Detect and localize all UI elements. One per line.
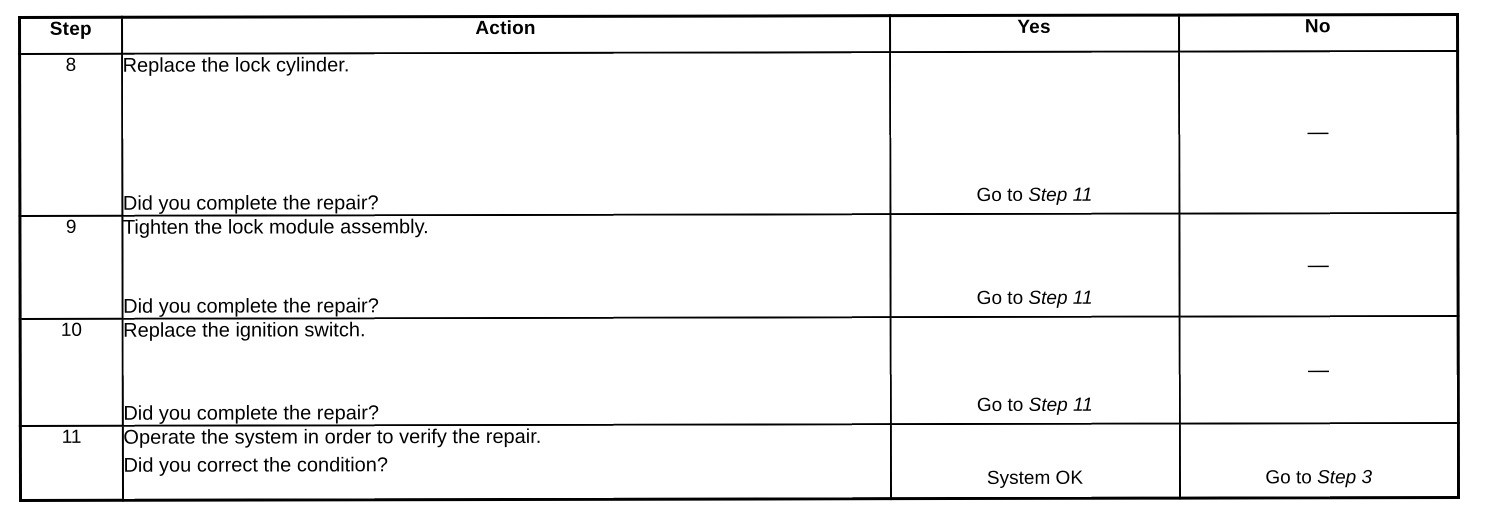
yes-answer-prefix: Go to xyxy=(976,394,1029,416)
action-instruction: Tighten the lock module assembly. xyxy=(122,216,429,239)
table-header-row: Step Action Yes No xyxy=(19,14,1458,54)
table-row: 8 Replace the lock cylinder. Did you com… xyxy=(19,50,1458,216)
yes-answer-step-reference: Step 11 xyxy=(1028,394,1093,416)
step-number-cell: 8 xyxy=(19,53,122,216)
yes-answer-step-reference: Step 11 xyxy=(1028,287,1093,309)
column-header-step: Step xyxy=(19,17,122,54)
action-stack: Operate the system in order to verify th… xyxy=(123,425,889,499)
yes-answer: System OK xyxy=(891,468,1178,491)
yes-answer: Go to Step 11 xyxy=(891,185,1178,208)
yes-answer-prefix: Go to xyxy=(976,184,1029,206)
table-row: 10 Replace the ignition switch. Did you … xyxy=(20,315,1459,426)
action-cell: Operate the system in order to verify th… xyxy=(122,424,891,501)
step-number-cell: 10 xyxy=(20,318,123,426)
action-instruction: Replace the lock cylinder. xyxy=(122,54,350,77)
yes-answer-step-reference: Step 11 xyxy=(1028,184,1093,206)
action-question: Did you complete the repair? xyxy=(122,191,379,215)
no-cell: Go to Step 3 xyxy=(1179,422,1459,499)
yes-answer-prefix: System OK xyxy=(986,467,1084,489)
no-answer-step-reference: Step 3 xyxy=(1317,467,1373,489)
action-question: Did you correct the condition? xyxy=(123,454,389,478)
action-instruction: Replace the ignition switch. xyxy=(123,319,366,342)
yes-answer-prefix: Go to xyxy=(976,287,1029,309)
yes-cell: Go to Step 11 xyxy=(889,51,1179,215)
no-cell: — xyxy=(1178,50,1458,214)
yes-cell: Go to Step 11 xyxy=(889,213,1180,318)
yes-answer: Go to Step 11 xyxy=(891,395,1178,418)
table-row: 11 Operate the system in order to verify… xyxy=(20,422,1459,501)
no-answer-dash: — xyxy=(1307,120,1329,144)
no-answer-dash: — xyxy=(1307,253,1329,277)
column-header-no: No xyxy=(1178,14,1458,52)
action-question: Did you complete the repair? xyxy=(123,294,379,318)
action-cell: Tighten the lock module assembly. Did yo… xyxy=(121,214,891,319)
action-question: Did you complete the repair? xyxy=(123,401,380,425)
table-body: 8 Replace the lock cylinder. Did you com… xyxy=(19,50,1459,501)
diagnostic-step-table: Step Action Yes No 8 Replace the lock cy… xyxy=(18,12,1461,502)
no-answer-dash: — xyxy=(1307,358,1330,382)
no-cell: — xyxy=(1178,212,1459,317)
column-header-yes: Yes xyxy=(889,15,1179,53)
table-row: 9 Tighten the lock module assembly. Did … xyxy=(19,212,1459,319)
no-answer-prefix: Go to xyxy=(1265,467,1318,489)
action-stack: Tighten the lock module assembly. Did yo… xyxy=(123,215,889,318)
action-instruction: Operate the system in order to verify th… xyxy=(123,425,542,449)
action-stack: Replace the ignition switch. Did you com… xyxy=(123,318,889,425)
yes-cell: System OK xyxy=(890,423,1180,499)
table-header: Step Action Yes No xyxy=(19,14,1458,54)
no-answer: Go to Step 3 xyxy=(1180,467,1457,490)
step-number-cell: 11 xyxy=(20,425,123,501)
action-stack: Replace the lock cylinder. Did you compl… xyxy=(123,53,889,215)
yes-cell: Go to Step 11 xyxy=(890,316,1180,425)
step-number-cell: 9 xyxy=(19,215,123,319)
action-cell: Replace the lock cylinder. Did you compl… xyxy=(121,52,890,216)
no-cell: — xyxy=(1179,315,1459,424)
column-header-action: Action xyxy=(121,15,890,54)
table-skew-wrapper: Step Action Yes No 8 Replace the lock cy… xyxy=(18,12,1461,502)
yes-answer: Go to Step 11 xyxy=(891,288,1178,311)
action-cell: Replace the ignition switch. Did you com… xyxy=(122,317,891,426)
